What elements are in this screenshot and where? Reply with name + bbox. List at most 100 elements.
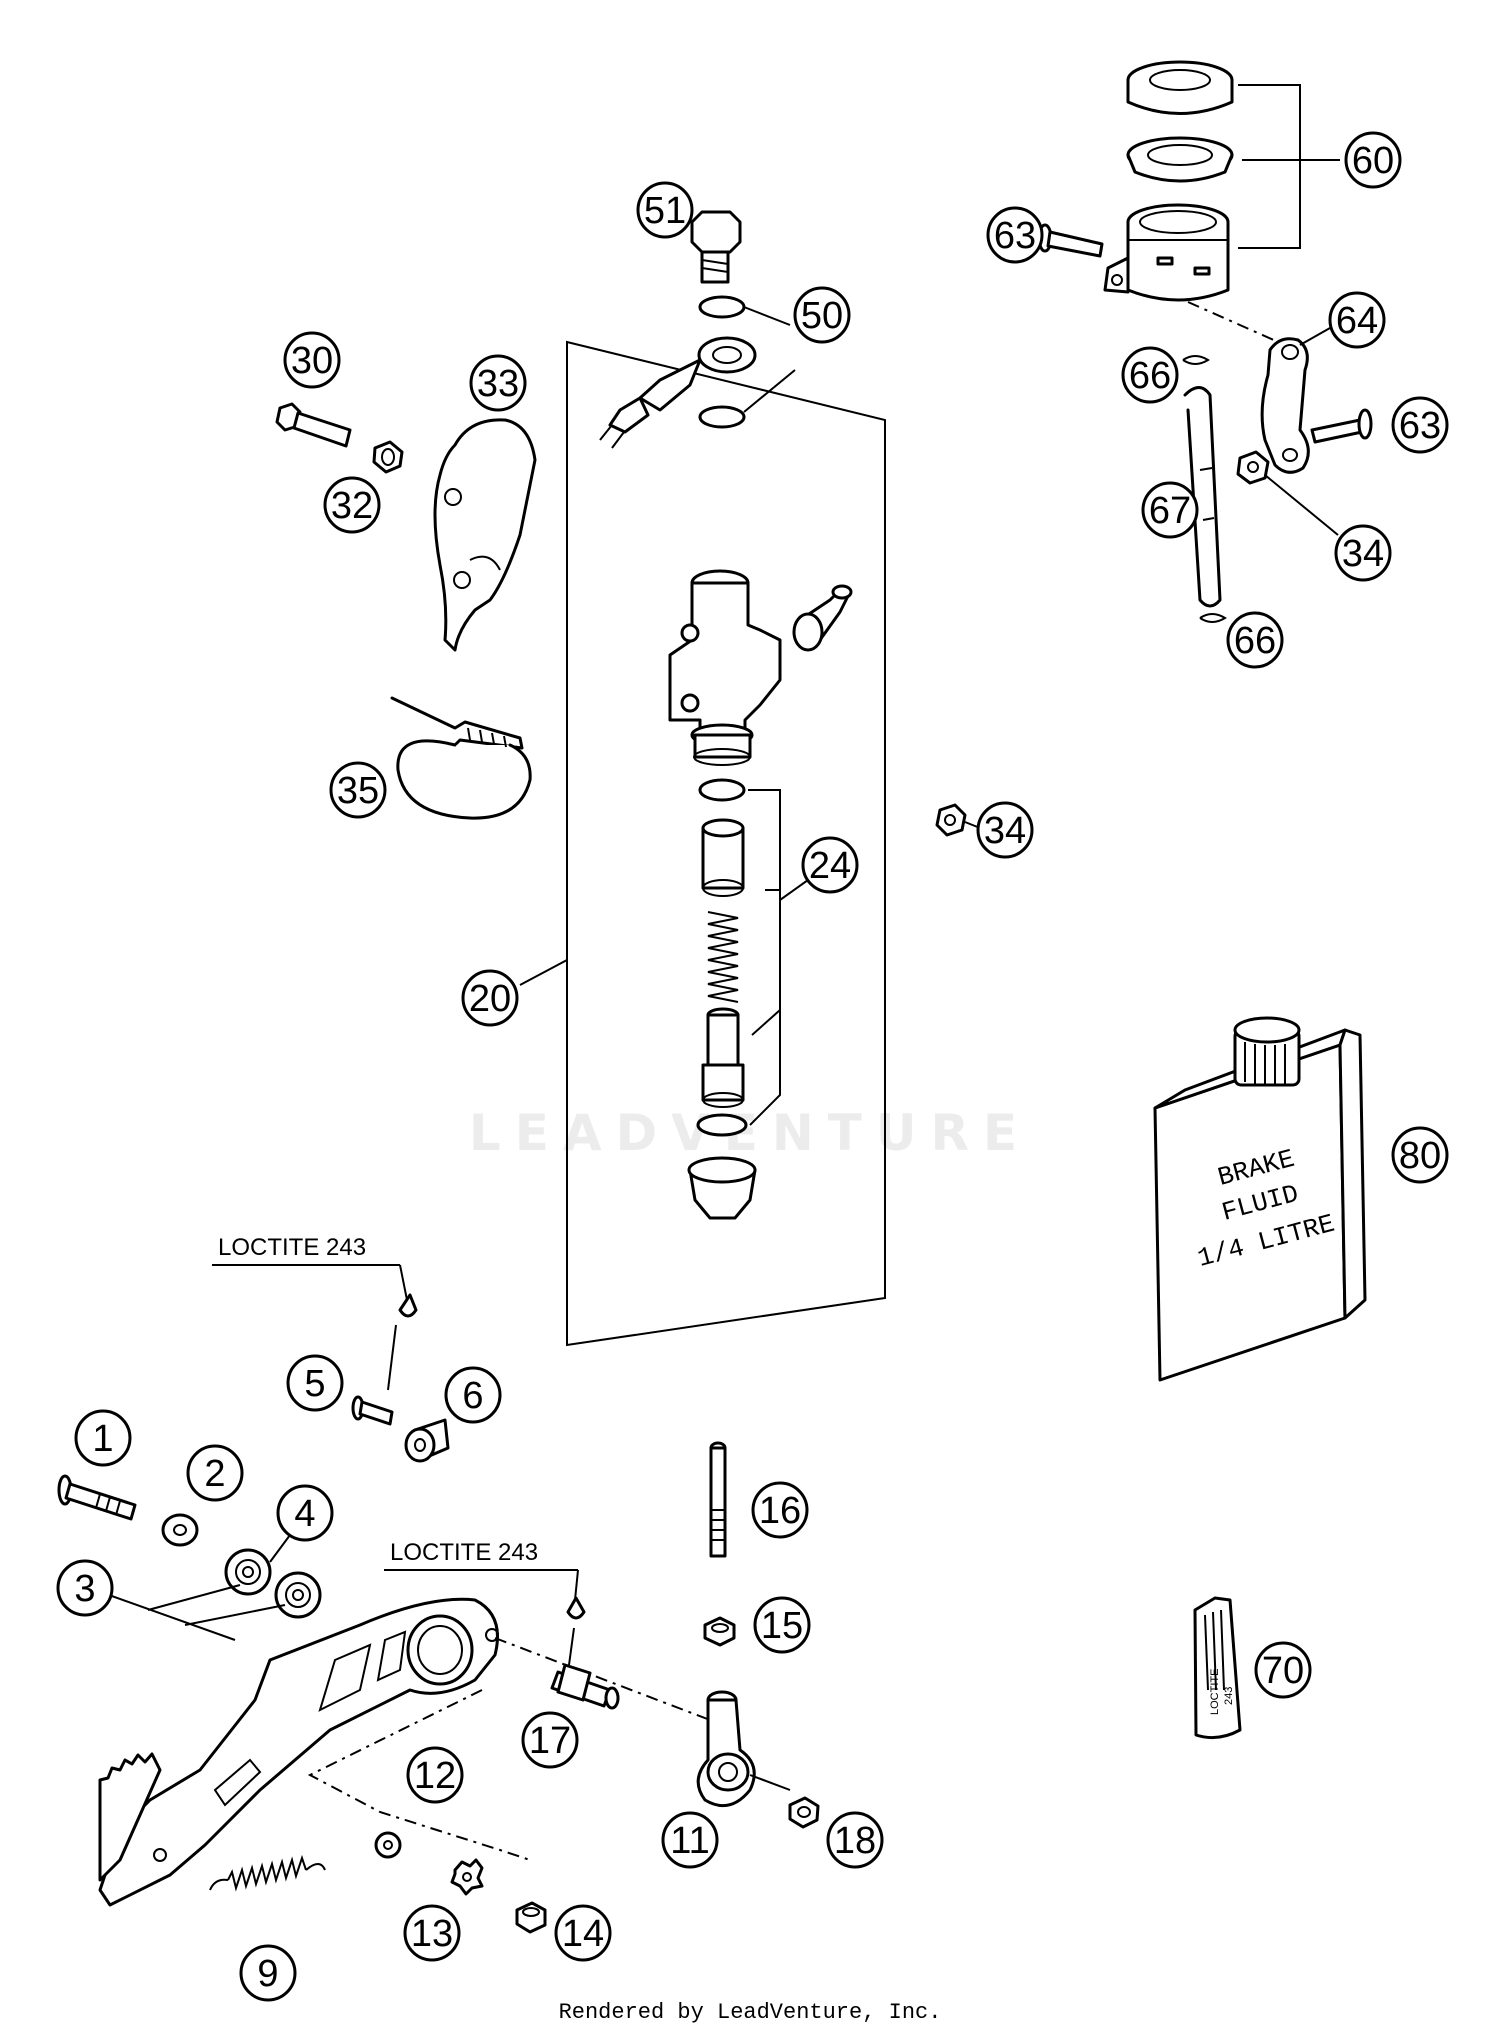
bolt-63-top [1037, 223, 1104, 258]
callout-c15: 15 [753, 1596, 811, 1654]
dust-boot [687, 1156, 757, 1220]
callout-circle [801, 836, 859, 894]
callout-c80: 80 [1391, 1126, 1449, 1184]
cover-33 [433, 418, 537, 652]
callout-c1: 1 [74, 1409, 132, 1467]
callout-c35: 35 [329, 761, 387, 819]
footer-credit: Rendered by LeadVenture, Inc. [559, 2000, 942, 2025]
lock-washer-13 [450, 1858, 484, 1896]
callout-c34b: 34 [976, 801, 1034, 859]
callout-number: 5 [304, 1363, 325, 1405]
callout-c30: 30 [283, 331, 341, 389]
callout-circle [661, 1811, 719, 1869]
callout-circle [751, 1481, 809, 1539]
callout-number: 64 [1336, 300, 1378, 342]
callout-number: 66 [1234, 620, 1276, 662]
callout-number: 14 [562, 1913, 604, 1955]
loctite-drop-top [398, 1293, 418, 1318]
callout-circle [1328, 291, 1386, 349]
callout-c50: 50 [793, 286, 851, 344]
spacer-6 [404, 1418, 450, 1463]
callout-number: 67 [1149, 490, 1191, 532]
callout-number: 60 [1352, 140, 1394, 182]
nut-15 [703, 1616, 736, 1647]
adjuster-17 [550, 1663, 620, 1710]
callout-number: 30 [291, 340, 333, 382]
callout-circle [323, 476, 381, 534]
callout-c4: 4 [276, 1484, 334, 1542]
callout-number: 63 [994, 215, 1036, 257]
callout-c66b: 66 [1226, 611, 1284, 669]
callout-c17: 17 [521, 1711, 579, 1769]
callout-number: 70 [1262, 1650, 1304, 1692]
callout-c20: 20 [461, 969, 519, 1027]
callout-c16: 16 [751, 1481, 809, 1539]
callout-number: 33 [477, 363, 519, 405]
callout-number: 15 [761, 1605, 803, 1647]
nut-middle [935, 803, 967, 837]
brake-hose [599, 336, 757, 449]
callout-number: 3 [74, 1568, 95, 1610]
sleeve [701, 818, 745, 897]
callout-number: 63 [1399, 405, 1441, 447]
callout-c9: 9 [239, 1944, 297, 2002]
callout-c60: 60 [1344, 131, 1402, 189]
callout-circle [554, 1904, 612, 1962]
washer-upper [698, 295, 746, 319]
washer-2 [161, 1513, 199, 1547]
callout-number: 20 [469, 978, 511, 1020]
callout-number: 24 [809, 845, 851, 887]
loctite-drop-mid [566, 1596, 586, 1620]
callout-number: 66 [1129, 355, 1171, 397]
cable-tie-35 [390, 696, 532, 820]
loctite-label-mid: LOCTITE 243 [390, 1539, 538, 1566]
callout-number: 12 [414, 1755, 456, 1797]
callout-circle [521, 1711, 579, 1769]
callout-number: 16 [759, 1490, 801, 1532]
callout-c12: 12 [406, 1746, 464, 1804]
spring [707, 911, 739, 1003]
reservoir-cap [1126, 60, 1234, 115]
o-ring [698, 778, 746, 802]
callout-c67: 67 [1141, 481, 1199, 539]
callout-c51: 51 [636, 181, 694, 239]
callout-circle [1121, 346, 1179, 404]
callout-number: 80 [1399, 1135, 1441, 1177]
brake-pedal [98, 1597, 499, 1907]
callout-circle [239, 1944, 297, 2002]
callout-circle [1254, 1641, 1312, 1699]
callout-circle [826, 1811, 884, 1869]
callout-circle [469, 354, 527, 412]
callout-circle [56, 1559, 114, 1617]
loctite-bottle: LOCTITE 243 [1193, 1596, 1242, 1740]
callout-circle [403, 1904, 461, 1962]
callout-c6: 6 [444, 1366, 502, 1424]
callout-c5: 5 [286, 1354, 344, 1412]
callout-circle [753, 1596, 811, 1654]
callout-number: 4 [294, 1493, 315, 1535]
callout-c34a: 34 [1334, 524, 1392, 582]
loctite-label-top: LOCTITE 243 [218, 1234, 366, 1261]
callout-circle [406, 1746, 464, 1804]
callout-circle [283, 331, 341, 389]
master-cylinder-body [668, 569, 853, 766]
callout-c63a: 63 [986, 206, 1044, 264]
circlip [696, 1113, 748, 1137]
callout-number: 2 [204, 1453, 225, 1495]
callout-c64: 64 [1328, 291, 1386, 349]
bottle-label-line1: LOCTITE [1209, 1669, 1221, 1715]
callout-circle [286, 1354, 344, 1412]
callout-circle [636, 181, 694, 239]
washer-lower [698, 405, 746, 429]
callout-number: 9 [257, 1953, 278, 1995]
callout-number: 35 [337, 770, 379, 812]
callout-number: 34 [1342, 533, 1384, 575]
reservoir-body [1103, 203, 1230, 302]
banjo-bolt [690, 210, 742, 284]
reservoir-bracket [1260, 337, 1310, 474]
stud-16 [709, 1441, 727, 1558]
bolt-63-right [1310, 408, 1373, 444]
callout-circle [976, 801, 1034, 859]
callout-circle [986, 206, 1044, 264]
